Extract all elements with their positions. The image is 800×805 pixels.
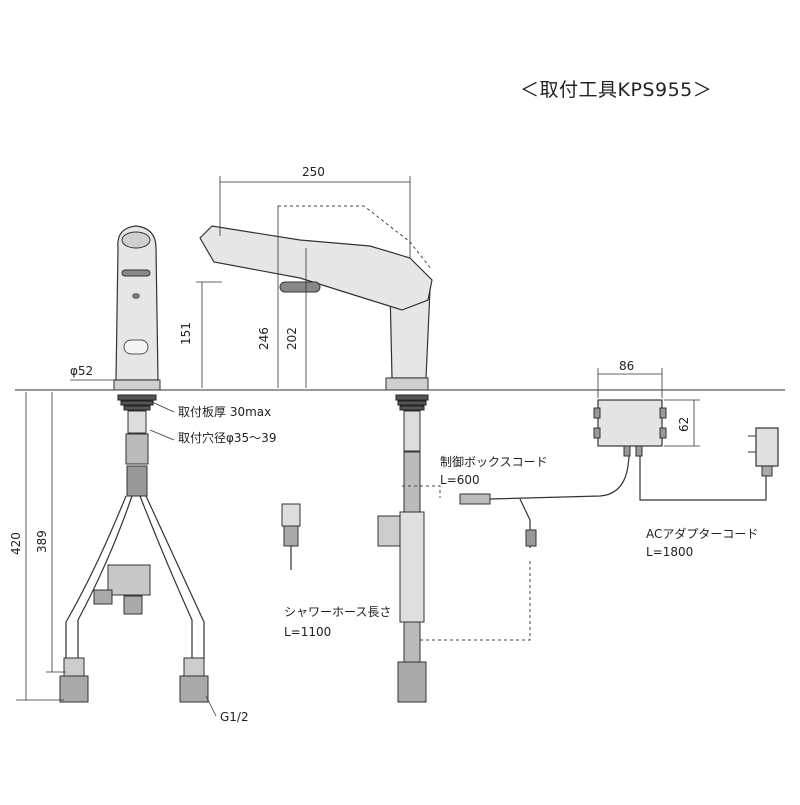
shower-hose-part [281,503,301,570]
dim-86: 86 [619,359,634,373]
shower-hose-label: シャワーホース長さ [284,605,391,619]
leader-hole [149,429,175,441]
sensor-plug [525,529,537,547]
drawing-title: ＜取付工具KPS955＞ [520,79,712,101]
shower-hose-length: L=1100 [284,625,331,639]
cord-connector [459,493,491,505]
control-cord-label: 制御ボックスコード [440,454,548,469]
control-cord-length: L=600 [440,473,480,487]
leader-thread [205,695,217,717]
hole-diameter-label: 取付穴径φ35～39 [178,430,276,445]
dim-246: 246 [257,327,271,350]
dim-62: 62 [677,417,691,432]
dim-202: 202 [285,327,299,350]
thread-label: G1/2 [220,710,249,724]
adapter-cord-label: ACアダプターコード [646,526,758,541]
adapter-cord-length: L=1800 [646,545,693,559]
leader-plate [151,401,175,413]
ac-adapter [748,427,779,477]
control-box [593,399,667,457]
dim-389: 389 [35,530,49,553]
side-view-faucet [199,205,433,703]
dim-420: 420 [9,532,23,555]
plate-thickness-label: 取付板厚 30max [178,405,271,419]
dim-151: 151 [179,322,193,345]
dim-250: 250 [302,165,325,179]
front-view-faucet [59,225,209,703]
diameter-dim: φ52 [70,364,93,378]
adapter-cord [639,456,767,501]
